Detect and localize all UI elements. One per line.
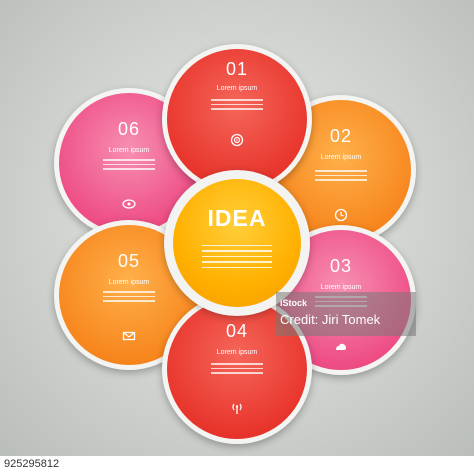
petal-number: 01 [225, 59, 249, 79]
petal-number: 03 [329, 256, 353, 276]
petal-text-lines [211, 99, 263, 113]
center-text-lines [202, 245, 272, 272]
watermark-logo: iStock [280, 298, 308, 308]
clock-icon [334, 208, 348, 222]
cloud-icon [334, 340, 348, 354]
stock-id: 925295812 [4, 458, 60, 470]
petal-number: 02 [329, 126, 353, 146]
watermark-credit: Credit: Jiri Tomek [280, 312, 381, 327]
stock-id-bar: 925295812 [0, 456, 474, 474]
target-icon [230, 133, 244, 147]
center-idea: IDEA [173, 179, 301, 307]
petal-text-lines [211, 363, 263, 377]
petal-text-lines [103, 291, 155, 305]
petal-text-lines [103, 159, 155, 173]
petal-number: 04 [225, 321, 249, 341]
mail-icon [122, 329, 136, 343]
petal-label: Lorem ipsum [320, 284, 362, 291]
petal-label: Lorem ipsum [108, 279, 150, 286]
petal-text-lines [315, 170, 367, 184]
truck-icon [122, 197, 136, 211]
petal-label: Lorem ipsum [216, 85, 258, 92]
antenna-icon [230, 401, 244, 415]
petal-label: Lorem ipsum [108, 147, 150, 154]
petal-label: Lorem ipsum [216, 349, 258, 356]
watermark: iStock Credit: Jiri Tomek [276, 292, 416, 336]
petal-label: Lorem ipsum [320, 154, 362, 161]
petal-number: 05 [117, 251, 141, 271]
petal-number: 06 [117, 119, 141, 139]
center-title: IDEA [207, 205, 267, 231]
center-circle: IDEA [164, 170, 310, 316]
